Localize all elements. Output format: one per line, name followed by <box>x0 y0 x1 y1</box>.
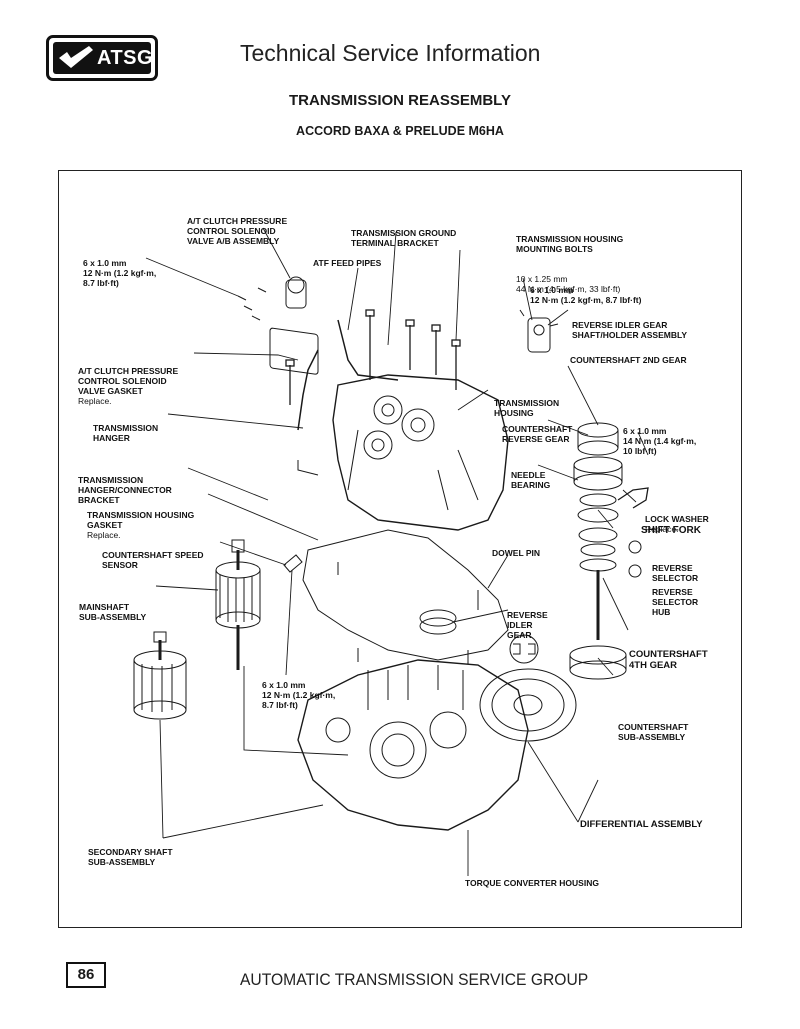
footer-text: AUTOMATIC TRANSMISSION SERVICE GROUP <box>240 970 589 989</box>
page-number: 86 <box>66 962 106 988</box>
label-atf-pipes: ATF FEED PIPES <box>313 258 382 268</box>
label-shift-fork: SHIFT FORK <box>641 525 701 536</box>
model-subtitle: ACCORD BAXA & PRELUDE M6HA <box>296 124 504 138</box>
idler-holder-drawing <box>519 309 559 353</box>
label-differential: DIFFERENTIAL ASSEMBLY <box>580 819 703 830</box>
label-dowel-pin: DOWEL PIN <box>492 548 541 558</box>
page-header-title: Technical Service Information <box>240 40 541 66</box>
label-converter-housing: TORQUE CONVERTER HOUSING <box>465 878 599 888</box>
section-title: TRANSMISSION REASSEMBLY <box>289 92 511 109</box>
countershaft-stack-drawing <box>569 422 627 680</box>
solenoid-valve-drawing <box>237 276 319 375</box>
checkmark-icon <box>59 46 93 68</box>
label-countershaft-2nd: COUNTERSHAFT 2ND GEAR <box>570 355 687 365</box>
differential-drawing <box>479 668 577 742</box>
atsg-logo: ATSG <box>46 35 158 81</box>
secondary-shaft-drawing <box>133 631 187 720</box>
logo-text: ATSG <box>97 47 154 69</box>
diagram-frame <box>58 170 742 928</box>
exploded-view-illustration <box>133 227 649 876</box>
mainshaft-drawing <box>215 539 261 670</box>
